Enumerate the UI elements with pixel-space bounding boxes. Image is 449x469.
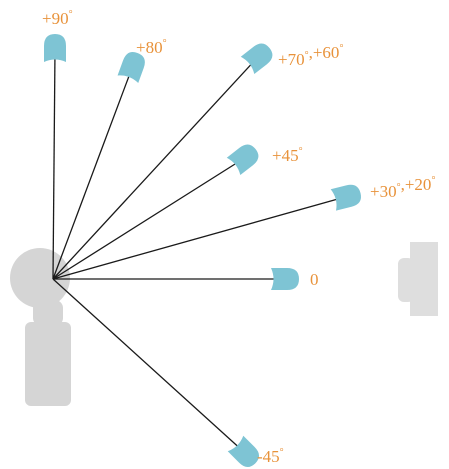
- listener-head: [10, 248, 70, 308]
- angle-label-p90: +90°: [42, 9, 73, 28]
- reflector: [398, 242, 438, 316]
- speaker-icon-p45: [226, 144, 259, 176]
- label-group: +90° +80° +70°,+60° +45° +30°,+20° 0 -45°: [42, 9, 435, 466]
- speaker-icon-p90: [44, 34, 66, 62]
- angle-label-p80: +80°: [136, 38, 167, 57]
- speaker-group: [44, 34, 361, 468]
- speaker-icon-p70: [240, 43, 273, 75]
- ray-p70: [52, 57, 258, 280]
- speaker-icon-z0: [271, 268, 299, 290]
- speaker-icon-p80: [117, 52, 145, 84]
- ray-group: [52, 49, 346, 453]
- speaker-icon-p30: [330, 184, 361, 211]
- speaker-icon-m45: [227, 435, 260, 468]
- angle-label-p70: +70°,+60°: [278, 43, 343, 69]
- reflector-cap: [398, 258, 414, 302]
- ray-m45: [52, 278, 245, 453]
- ray-p90: [52, 49, 56, 280]
- angle-label-p30: +30°,+20°: [370, 175, 435, 201]
- angle-label-z0: 0: [310, 270, 319, 289]
- reflector-body: [410, 242, 438, 316]
- ray-p80: [52, 67, 133, 280]
- listener-figure: [10, 248, 71, 406]
- ray-p45: [52, 158, 244, 280]
- angle-label-m45: -45°: [257, 447, 284, 466]
- listener-torso: [25, 322, 71, 406]
- ray-p30: [52, 196, 346, 280]
- angle-label-p45: +45°: [272, 146, 303, 165]
